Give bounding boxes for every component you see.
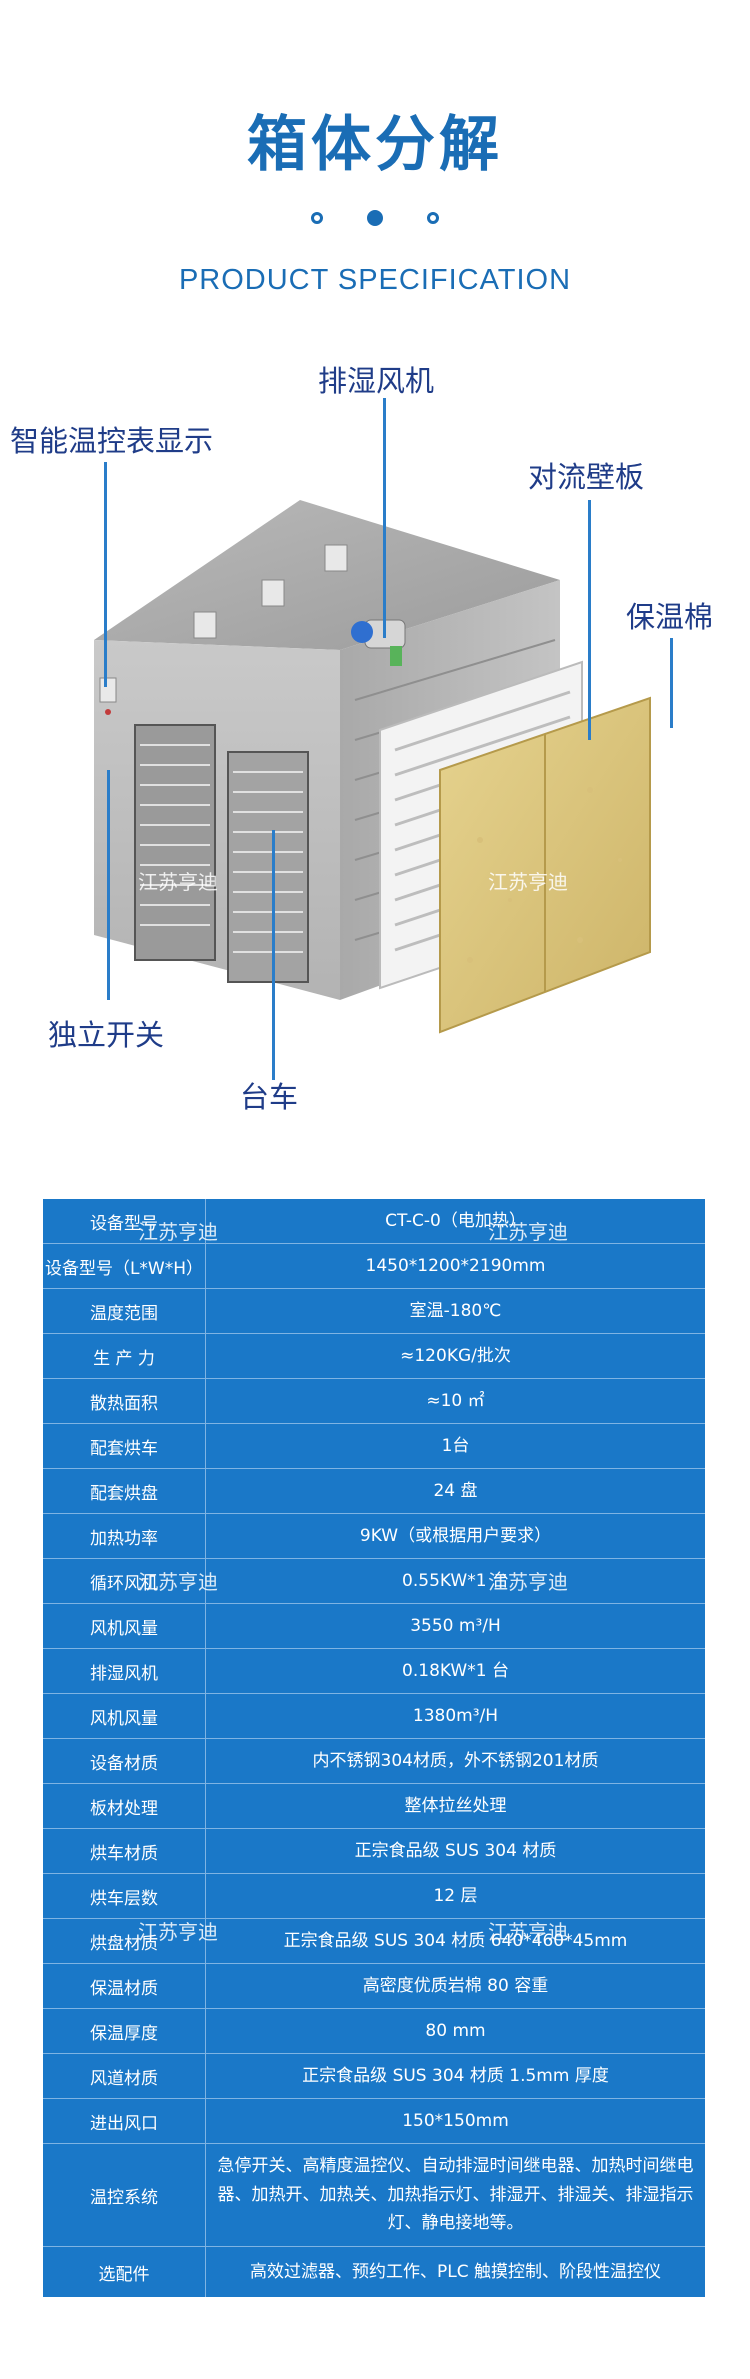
- wool-speckles: [467, 787, 622, 963]
- spec-row: 配套烘盘 24 盘: [43, 1469, 705, 1514]
- spec-value: 正宗食品级 SUS 304 材质 1.5mm 厚度: [302, 2065, 609, 2086]
- spec-value: 12 层: [433, 1885, 478, 1906]
- spec-value: 0.55KW*1 台: [402, 1570, 509, 1591]
- spec-row: 配套烘车 1台: [43, 1424, 705, 1469]
- callout-temperature-display: 智能温控表显示: [10, 424, 214, 458]
- spec-value: 正宗食品级 SUS 304 材质 640*460*45mm: [283, 1930, 628, 1951]
- spec-value: 0.18KW*1 台: [402, 1660, 509, 1681]
- spec-key: 循环风机: [43, 1559, 206, 1603]
- spec-row: 设备型号（L*W*H） 1450*1200*2190mm: [43, 1244, 705, 1289]
- vent-box: [193, 611, 217, 639]
- spec-key: 保温材质: [43, 1964, 206, 2008]
- spec-key: 配套烘盘: [43, 1469, 206, 1513]
- callout-exhaust-fan: 排湿风机: [318, 364, 435, 398]
- leader-line-controller: [104, 462, 107, 687]
- spec-row: 板材处理 整体拉丝处理: [43, 1784, 705, 1829]
- spec-value: CT-C-0（电加热）: [385, 1210, 526, 1231]
- spec-row: 散热面积 ≈10 ㎡: [43, 1379, 705, 1424]
- spec-key: 设备材质: [43, 1739, 206, 1783]
- spec-key: 风道材质: [43, 2054, 206, 2098]
- spec-value: 1450*1200*2190mm: [365, 1255, 546, 1276]
- leader-line-panel: [588, 500, 591, 740]
- spec-value: 整体拉丝处理: [404, 1795, 507, 1816]
- spec-value: 内不锈钢304材质，外不锈钢201材质: [312, 1750, 599, 1771]
- spec-row: 排湿风机 0.18KW*1 台: [43, 1649, 705, 1694]
- spec-key: 选配件: [43, 2247, 206, 2297]
- leader-line-fan: [383, 398, 386, 638]
- spec-key: 烘车材质: [43, 1829, 206, 1873]
- spec-row: 保温材质 高密度优质岩棉 80 容重: [43, 1964, 705, 2009]
- spec-key: 进出风口: [43, 2099, 206, 2143]
- spec-value: 高密度优质岩棉 80 容重: [362, 1975, 549, 1996]
- spec-key: 排湿风机: [43, 1649, 206, 1693]
- spec-key: 烘盘材质: [43, 1919, 206, 1963]
- spec-row: 风道材质 正宗食品级 SUS 304 材质 1.5mm 厚度: [43, 2054, 705, 2099]
- spec-key: 保温厚度: [43, 2009, 206, 2053]
- callout-convection-panel: 对流壁板: [528, 460, 645, 494]
- spec-value: 急停开关、高精度温控仪、自动排湿时间继电器、加热时间继电器、加热开、加热关、加热…: [217, 2155, 694, 2234]
- spec-value: 9KW（或根据用户要求）: [359, 1525, 552, 1546]
- power-switch: [105, 709, 111, 715]
- spec-row: 进出风口 150*150mm: [43, 2099, 705, 2144]
- spec-value: 150*150mm: [402, 2110, 509, 2131]
- dot-indicator: [427, 211, 439, 224]
- spec-row: 温控系统急停开关、高精度温控仪、自动排湿时间继电器、加热时间继电器、加热开、加热…: [43, 2144, 705, 2247]
- callout-insulation: 保温棉: [626, 600, 714, 634]
- pagination-dots: [0, 207, 750, 226]
- spec-key: 风机风量: [43, 1604, 206, 1648]
- spec-key: 设备型号: [43, 1199, 206, 1243]
- spec-key: 生 产 力: [43, 1334, 206, 1378]
- spec-key: 配套烘车: [43, 1424, 206, 1468]
- spec-row: 温度范围 室温-180℃: [43, 1289, 705, 1334]
- temperature-controller: [99, 677, 117, 703]
- spec-row: 生 产 力 ≈120KG/批次: [43, 1334, 705, 1379]
- spec-value: ≈120KG/批次: [400, 1345, 511, 1366]
- dot-indicator: [311, 211, 323, 224]
- spec-key: 烘车层数: [43, 1874, 206, 1918]
- dot-indicator-active: [367, 209, 383, 226]
- callout-cart: 台车: [240, 1080, 299, 1114]
- tray-lines: [140, 744, 303, 953]
- callout-independent-switch: 独立开关: [48, 1018, 165, 1052]
- leader-line-insulation: [670, 638, 673, 728]
- vent-box: [324, 544, 348, 572]
- vent-box: [261, 579, 285, 607]
- spec-row: 加热功率 9KW（或根据用户要求）: [43, 1514, 705, 1559]
- spec-key: 风机风量: [43, 1694, 206, 1738]
- spec-row: 选配件 高效过滤器、预约工作、PLC 触摸控制、阶段性温控仪: [43, 2247, 705, 2297]
- spec-row: 风机风量 1380m³/H: [43, 1694, 705, 1739]
- spec-value: 3550 m³/H: [410, 1615, 501, 1636]
- spec-table: 设备型号 CT-C-0（电加热） 设备型号（L*W*H） 1450*1200*2190…: [43, 1199, 705, 2297]
- spec-row: 烘车材质 正宗食品级 SUS 304 材质: [43, 1829, 705, 1874]
- spec-value: 1380m³/H: [412, 1705, 499, 1726]
- spec-row: 烘车层数 12 层: [43, 1874, 705, 1919]
- spec-row: 风机风量 3550 m³/H: [43, 1604, 705, 1649]
- spec-row: 保温厚度 80 mm: [43, 2009, 705, 2054]
- spec-key: 温控系统: [43, 2144, 206, 2246]
- spec-value: ≈10 ㎡: [426, 1390, 485, 1411]
- spec-value: 室温-180℃: [409, 1300, 502, 1321]
- spec-row: 烘盘材质 正宗食品级 SUS 304 材质 640*460*45mm: [43, 1919, 705, 1964]
- product-illustration: [94, 500, 651, 1034]
- spec-key: 温度范围: [43, 1289, 206, 1333]
- spec-value: 80 mm: [425, 2020, 486, 2041]
- spec-key: 设备型号（L*W*H）: [43, 1244, 206, 1288]
- spec-key: 板材处理: [43, 1784, 206, 1828]
- spec-row: 设备材质 内不锈钢304材质，外不锈钢201材质: [43, 1739, 705, 1784]
- spec-key: 加热功率: [43, 1514, 206, 1558]
- page-subtitle: PRODUCT SPECIFICATION: [178, 264, 572, 296]
- page-title: 箱体分解: [247, 110, 503, 180]
- leader-line-cart: [272, 830, 275, 1080]
- spec-value: 24 盘: [433, 1480, 478, 1501]
- spec-value: 高效过滤器、预约工作、PLC 触摸控制、阶段性温控仪: [250, 2261, 661, 2282]
- spec-row: 循环风机 0.55KW*1 台: [43, 1559, 705, 1604]
- spec-value: 1台: [441, 1435, 470, 1456]
- leader-line-switch: [107, 770, 110, 1000]
- spec-value: 正宗食品级 SUS 304 材质: [354, 1840, 557, 1861]
- spec-key: 散热面积: [43, 1379, 206, 1423]
- spec-row: 设备型号 CT-C-0（电加热）: [43, 1199, 705, 1244]
